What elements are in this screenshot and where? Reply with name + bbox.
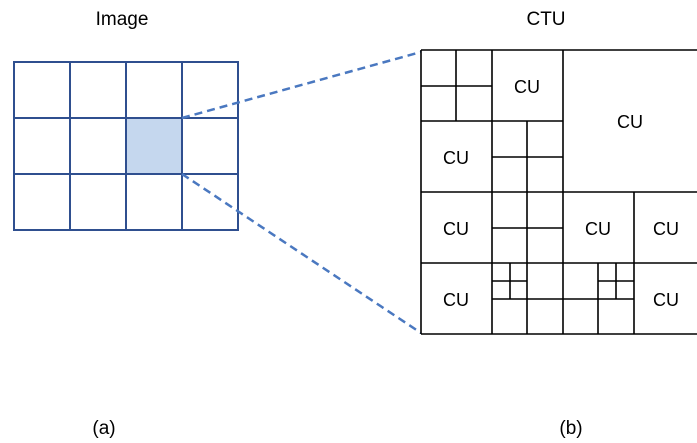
cu-label: CU [585, 219, 611, 239]
cu-label: CU [617, 112, 643, 132]
zoom-connector-top [181, 50, 422, 120]
ctu-title: CTU [526, 9, 565, 30]
zoom-connector-bottom [181, 172, 422, 335]
ctu-partition [420, 49, 697, 335]
cu-label: CU [443, 219, 469, 239]
highlighted-ctu-cell [126, 118, 182, 174]
image-title: Image [96, 9, 149, 30]
caption-a: (a) [92, 418, 115, 439]
cu-label: CU [443, 290, 469, 310]
cu-label: CU [653, 219, 679, 239]
caption-b: (b) [559, 418, 582, 439]
cu-label: CU [514, 77, 540, 97]
cu-label: CU [443, 148, 469, 168]
image-grid [13, 61, 239, 231]
cu-label: CU [653, 290, 679, 310]
